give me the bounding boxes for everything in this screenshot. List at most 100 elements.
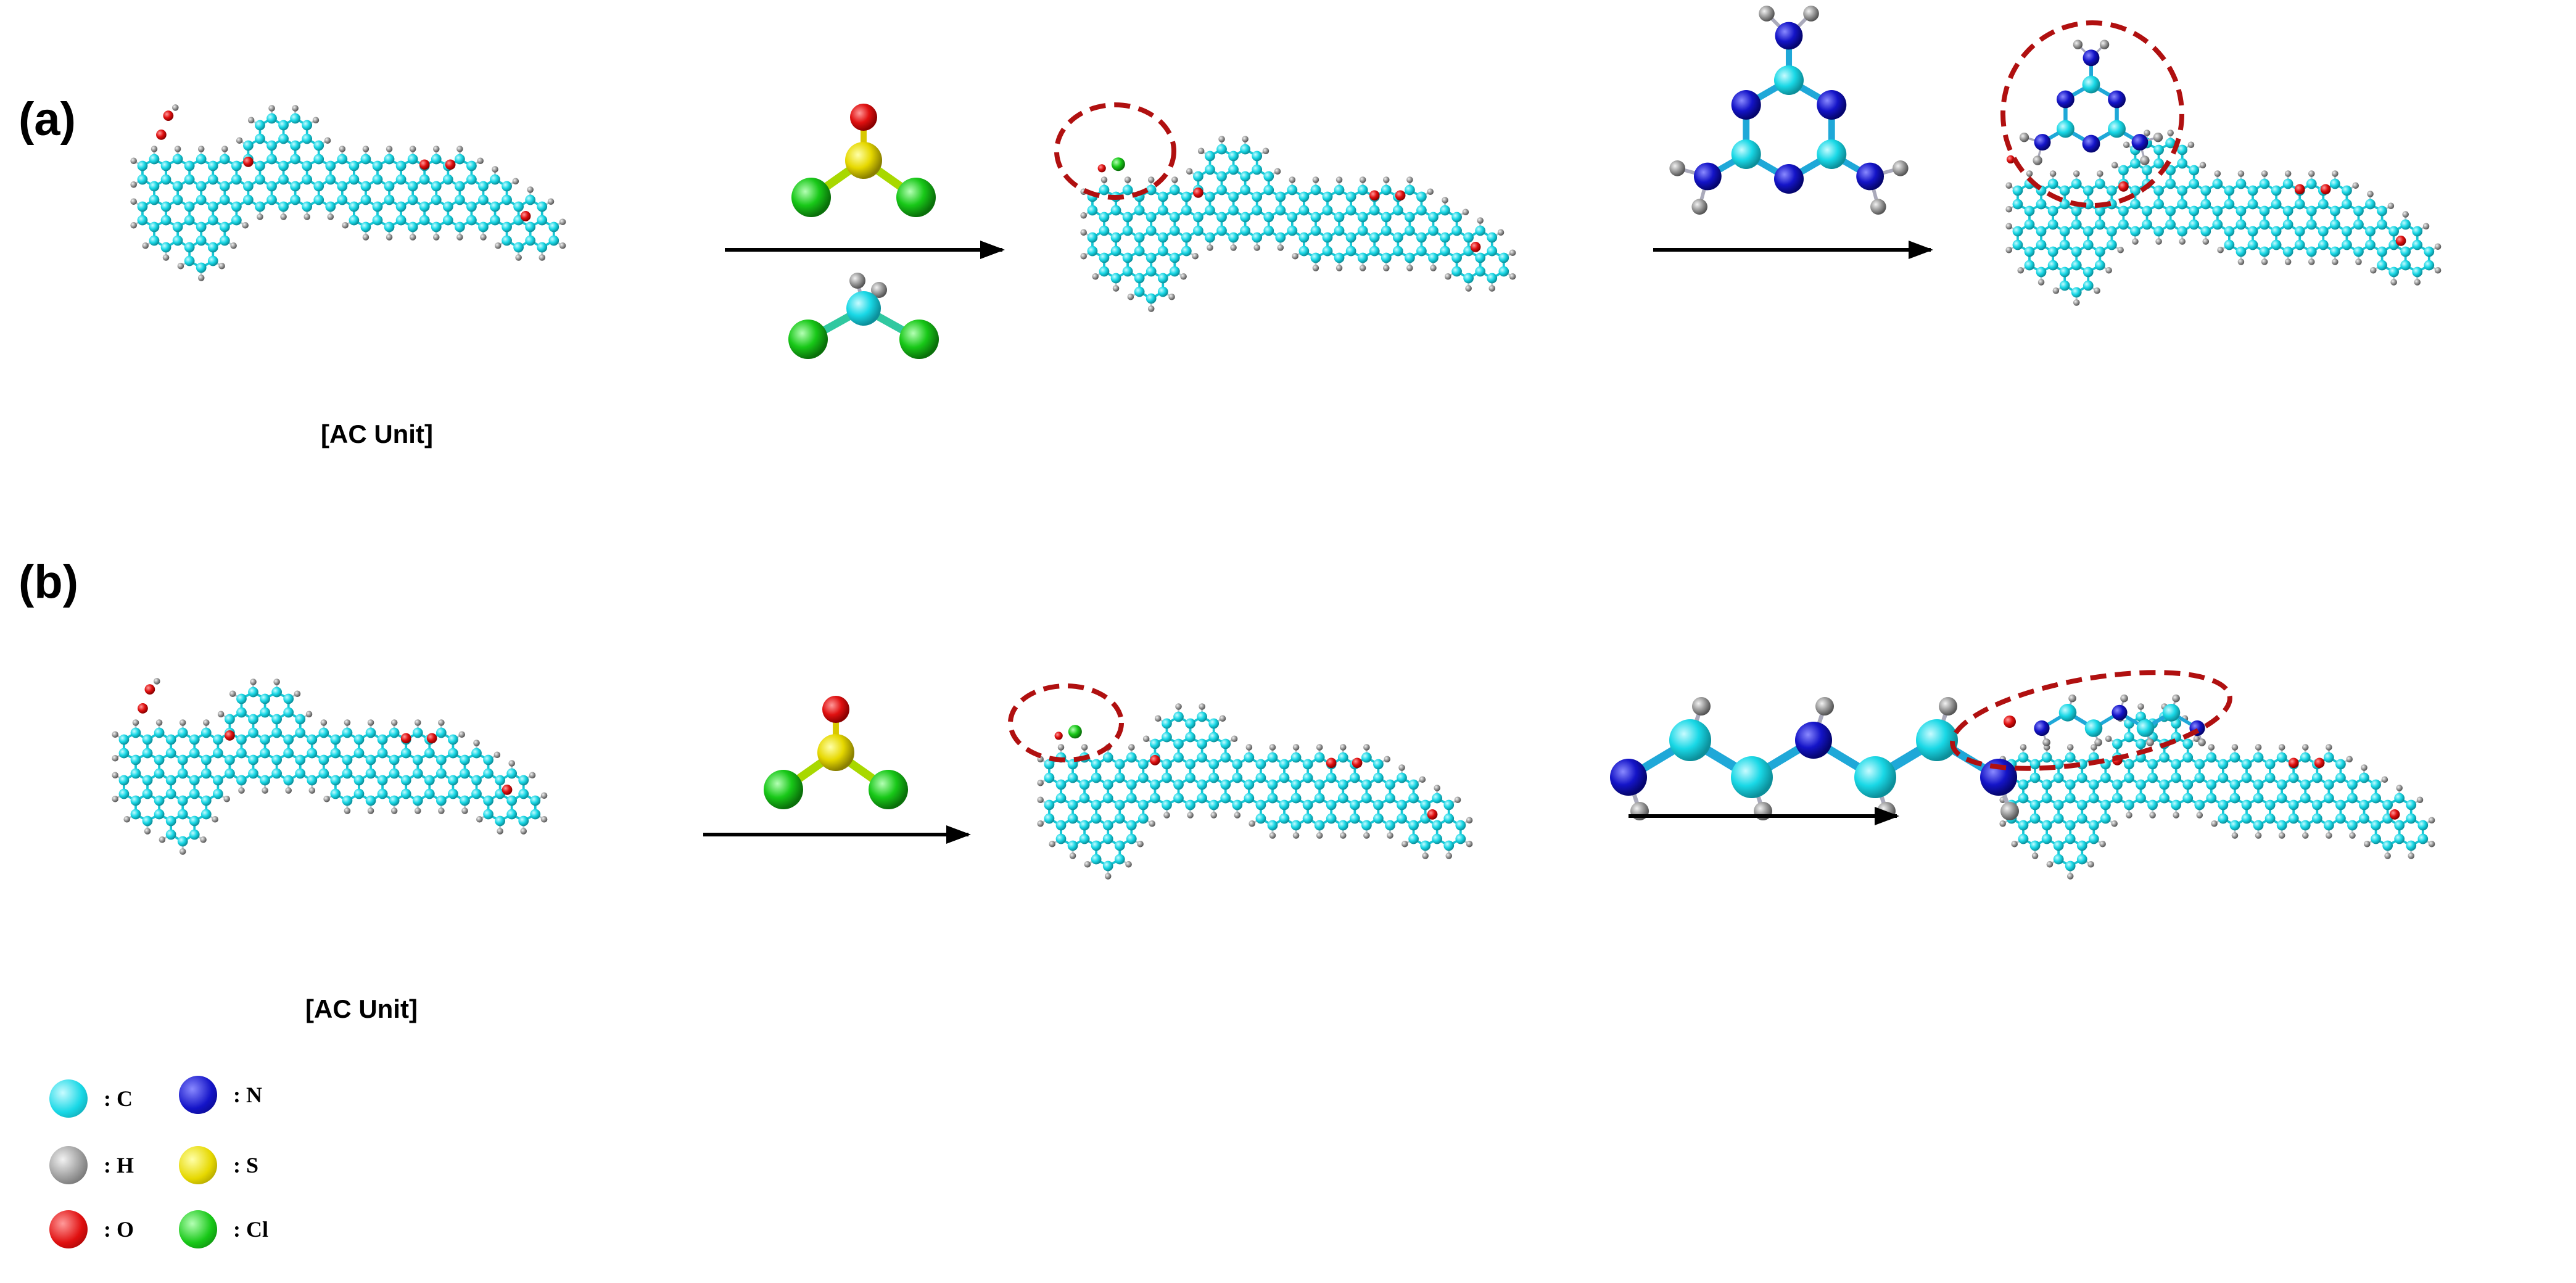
carbon-atom	[424, 748, 435, 759]
carbon-atom	[200, 727, 212, 738]
carbon-atom	[2177, 158, 2188, 169]
carbon-atom	[2153, 199, 2164, 210]
carbon-atom	[2218, 799, 2229, 811]
carbon-atom	[2136, 793, 2146, 804]
hydrogen-atom	[871, 282, 887, 298]
carbon-atom	[283, 775, 294, 786]
oxygen-atom	[1054, 732, 1063, 740]
carbon-atom	[353, 775, 365, 786]
carbon-atom	[1244, 752, 1255, 763]
carbon-atom	[2300, 793, 2311, 804]
hydrogen-atom	[230, 242, 237, 249]
melamine-grafted-ac-a	[2005, 130, 2442, 306]
hydrogen-atom	[172, 104, 179, 111]
oxygen-atom	[1395, 190, 1406, 201]
carbon-atom	[2076, 854, 2087, 865]
hydrogen-atom	[2097, 170, 2103, 177]
carbon-atom	[448, 775, 458, 786]
carbon-atom	[1252, 151, 1263, 162]
carbon-atom	[236, 734, 247, 745]
carbon-atom	[1173, 752, 1184, 763]
carbon-atom	[1416, 191, 1427, 202]
carbon-atom	[1373, 759, 1384, 770]
carbon-atom	[1099, 225, 1110, 236]
hydrogen-atom	[409, 234, 416, 241]
carbon-atom	[1416, 205, 1427, 216]
carbon-atom	[1240, 212, 1250, 223]
carbon-atom	[1287, 212, 1298, 223]
hydrogen-atom	[1462, 208, 1469, 216]
carbon-atom	[1290, 793, 1302, 804]
carbon-atom	[2171, 772, 2182, 783]
hydrogen-atom	[2000, 802, 2019, 820]
carbon-atom	[1181, 205, 1192, 216]
carbon-atom	[1162, 772, 1172, 783]
hydrogen-atom	[2231, 832, 2239, 839]
hydrogen-atom	[1691, 199, 1707, 215]
carbon-atom	[142, 815, 153, 827]
chlorinated-ac-b	[1037, 703, 1473, 880]
carbon-atom	[1205, 164, 1215, 175]
carbon-atom	[1181, 245, 1192, 257]
arrow-layer	[703, 241, 1933, 844]
hydrogen-atom	[1434, 785, 1440, 791]
carbon-atom	[1487, 273, 1498, 284]
carbon-atom	[2124, 799, 2134, 811]
carbon-atom	[207, 255, 218, 266]
carbon-atom	[325, 174, 336, 185]
carbon-atom	[2359, 772, 2369, 783]
carbon-atom	[2224, 239, 2235, 250]
hydrogen-atom	[1339, 744, 1347, 751]
hydrogen-atom	[2361, 764, 2368, 771]
carbon-atom	[130, 768, 141, 779]
hydrogen-atom	[1199, 703, 1205, 710]
carbon-atom	[1428, 212, 1439, 223]
carbon-atom	[142, 788, 153, 799]
hydrogen-atom	[497, 828, 503, 835]
socl2-reagent-a	[791, 104, 936, 217]
carbon-atom	[2229, 752, 2240, 763]
carbon-atom	[248, 727, 258, 738]
carbon-atom	[2288, 799, 2299, 811]
carbon-atom	[2112, 793, 2123, 804]
carbon-atom	[530, 795, 541, 806]
hydrogen-atom	[262, 787, 268, 794]
carbon-atom	[1232, 759, 1243, 770]
carbon-atom	[165, 829, 176, 840]
carbon-atom	[1126, 820, 1137, 831]
carbon-atom	[2108, 120, 2126, 138]
hydrogen-atom	[1999, 820, 2006, 827]
carbon-atom	[2053, 813, 2064, 824]
carbon-atom	[2053, 772, 2064, 783]
hydrogen-atom	[112, 754, 118, 762]
hydrogen-atom	[508, 760, 515, 767]
carbon-atom	[2271, 226, 2282, 237]
carbon-atom	[1055, 833, 1067, 844]
carbon-atom	[1091, 772, 1102, 783]
carbon-atom	[2059, 226, 2070, 237]
hydrogen-atom	[1124, 176, 1131, 183]
carbon-atom	[2065, 793, 2076, 804]
carbon-atom	[1099, 266, 1110, 277]
carbon-atom	[2071, 287, 2082, 298]
carbon-atom	[1126, 833, 1137, 844]
carbon-atom	[1334, 212, 1345, 223]
hydrogen-atom	[2005, 246, 2012, 254]
carbon-atom	[2412, 266, 2423, 278]
carbon-atom	[466, 215, 477, 226]
carbon-atom	[1126, 793, 1137, 804]
carbon-atom	[400, 748, 411, 759]
hydrogen-atom	[1149, 820, 1155, 827]
carbon-atom	[1487, 245, 1498, 257]
carbon-atom	[2330, 178, 2340, 189]
hydrogen-atom	[1316, 744, 1323, 751]
carbon-atom	[2259, 178, 2270, 189]
hydrogen-atom	[1427, 188, 1434, 196]
carbon-atom	[219, 235, 230, 246]
carbon-atom	[1314, 752, 1325, 763]
carbon-atom	[2253, 752, 2264, 763]
carbon-atom	[2330, 205, 2340, 217]
carbon-atom	[1428, 225, 1439, 236]
hydrogen-atom	[308, 787, 316, 794]
carbon-atom	[1302, 772, 1313, 783]
